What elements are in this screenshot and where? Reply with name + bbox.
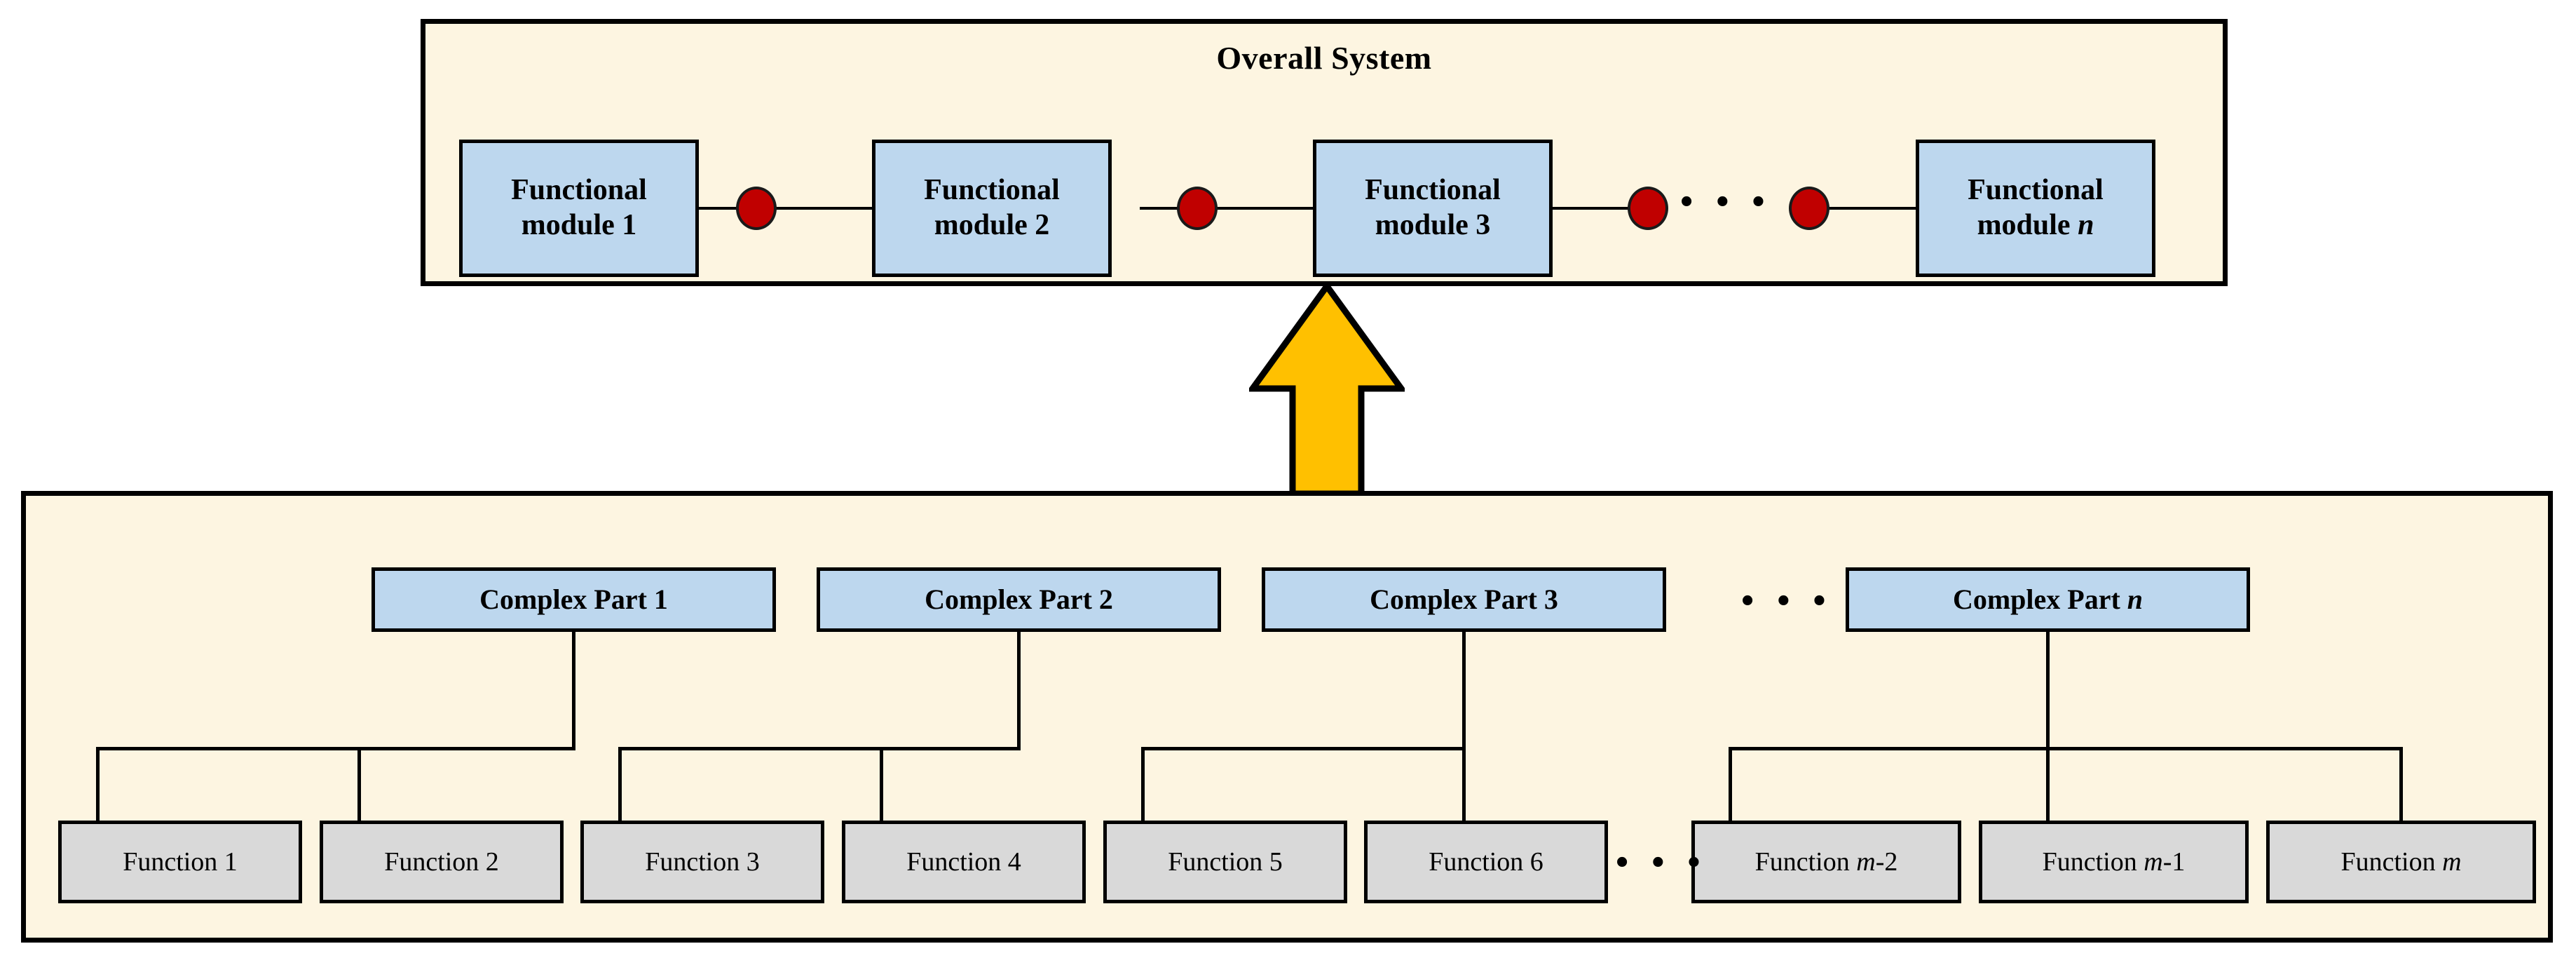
connector-dot-2 [1177,187,1218,230]
module-link-2b [1215,207,1314,210]
ellipsis-icon-complex-parts: • • • [1741,581,1833,621]
function-m-minus-1[interactable]: Function m-1 [1979,821,2249,903]
tree-branch-fn1 [96,747,100,823]
complex-part-2[interactable]: Complex Part 2 [817,567,1221,632]
tree-drop-cp1 [572,632,575,750]
connector-dot-4 [1789,187,1829,230]
complex-part-n-label: Complex Part n [1952,583,2144,616]
function-4[interactable]: Function 4 [842,821,1086,903]
decomposition-panel: Complex Part 1 Complex Part 2 Complex Pa… [21,491,2553,943]
function-m-label: Function m [2340,846,2462,877]
module-link-3a [1553,207,1630,210]
function-2[interactable]: Function 2 [320,821,564,903]
module-link-1b [775,207,873,210]
functional-module-2[interactable]: Functional module 2 [872,140,1112,277]
tree-bar-cp2 [618,747,1021,750]
tree-branch-fn6 [1462,747,1466,823]
tree-branch-fn3 [618,747,622,823]
functional-module-n[interactable]: Functional module n [1916,140,2155,277]
functional-module-3[interactable]: Functional module 3 [1313,140,1553,277]
tree-drop-cp3 [1462,632,1466,750]
function-5[interactable]: Function 5 [1103,821,1347,903]
tree-branch-fn4 [880,747,883,823]
complex-part-3[interactable]: Complex Part 3 [1262,567,1666,632]
module-link-1a [699,207,738,210]
tree-bar-cp1 [96,747,575,750]
module-link-3b [1828,207,1917,210]
tree-branch-fnm2 [1729,747,1732,823]
connector-dot-1 [736,187,777,230]
functional-module-n-label: Functional module n [1968,174,2104,241]
tree-drop-cpn [2046,632,2050,750]
tree-branch-fn2 [357,747,361,823]
tree-bar-cp3 [1141,747,1466,750]
module-link-2a [1140,207,1179,210]
arrow-up-icon [1249,283,1405,494]
ellipsis-icon-modules: • • • [1680,182,1772,222]
function-m-minus-1-label: Function m-1 [2042,846,2186,877]
tree-branch-fnm [2399,747,2403,823]
function-m-minus-2-label: Function m-2 [1754,846,1898,877]
tree-drop-cp2 [1017,632,1021,750]
functional-module-1[interactable]: Functional module 1 [459,140,699,277]
function-m-minus-2[interactable]: Function m-2 [1691,821,1961,903]
function-m[interactable]: Function m [2266,821,2536,903]
function-1[interactable]: Function 1 [58,821,302,903]
complex-part-1[interactable]: Complex Part 1 [372,567,776,632]
tree-branch-fnm1 [2046,747,2050,823]
complex-part-n[interactable]: Complex Part n [1846,567,2250,632]
page-title: Overall System [1216,40,1432,76]
function-3[interactable]: Function 3 [580,821,824,903]
function-6[interactable]: Function 6 [1364,821,1608,903]
tree-bar-cpn [1729,747,2403,750]
overall-system-panel: Overall System Functional module 1 Funct… [421,19,2228,286]
connector-dot-3 [1628,187,1668,230]
ellipsis-icon-functions: • • • [1616,842,1708,882]
tree-branch-fn5 [1141,747,1145,823]
